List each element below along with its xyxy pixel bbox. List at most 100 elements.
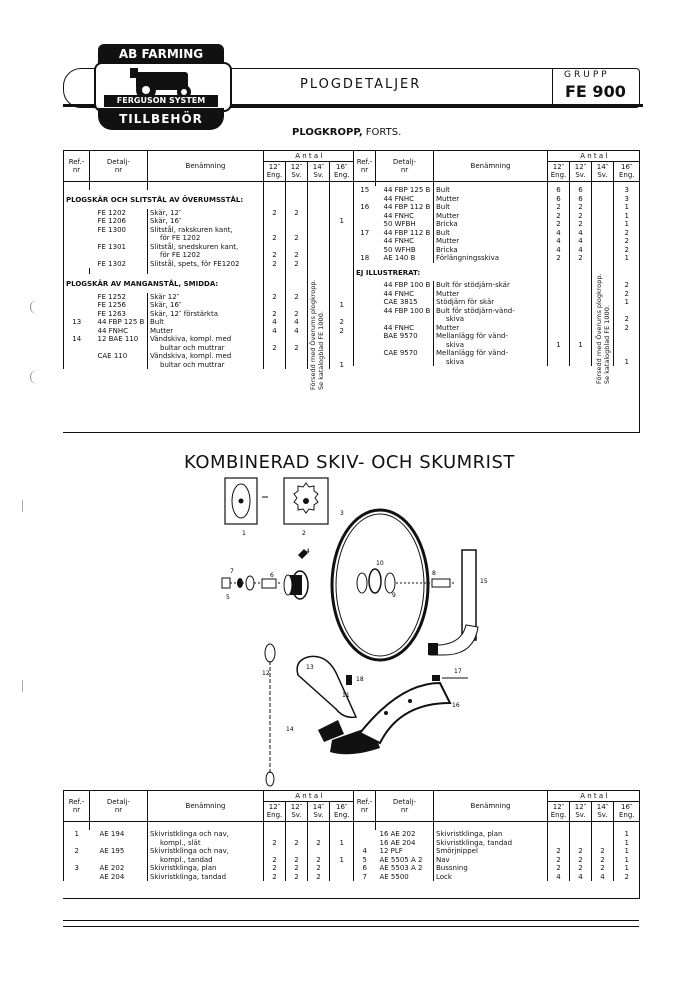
row-qty-q1: 2 bbox=[263, 251, 286, 260]
row-qty-q3 bbox=[591, 211, 614, 220]
header-detail: Detalj-nr bbox=[375, 790, 434, 822]
row-qty-q2: 2 bbox=[285, 208, 308, 217]
row-qty-q1: 4 bbox=[263, 318, 286, 327]
row-qty-q2 bbox=[569, 357, 592, 366]
row-qty-q3 bbox=[591, 357, 614, 366]
row-qty-q3 bbox=[591, 830, 614, 839]
row-qty-q3 bbox=[591, 254, 614, 263]
row-qty-q3 bbox=[591, 237, 614, 246]
row-qty-q4: 1 bbox=[612, 298, 640, 307]
row-qty-q4 bbox=[328, 292, 354, 301]
row-ref bbox=[63, 343, 90, 352]
row-name: Skär 12″ bbox=[147, 292, 264, 301]
row-qty-q4: 1 bbox=[612, 847, 640, 856]
row-qty-q4: 1 bbox=[328, 360, 354, 369]
row-qty-q4: 1 bbox=[612, 855, 640, 864]
row-qty-q1 bbox=[547, 838, 570, 847]
header-ref: Ref.-nr bbox=[353, 150, 376, 182]
row-name: Skivristklinga, plan bbox=[147, 864, 264, 873]
row-qty-q2: 2 bbox=[285, 234, 308, 243]
row-qty-q2: 2 bbox=[569, 220, 592, 229]
row-ref bbox=[353, 323, 376, 332]
row-qty-q1 bbox=[547, 315, 570, 324]
row-qty-q2 bbox=[285, 242, 308, 251]
row-name: skiva bbox=[433, 340, 548, 349]
row-detail: AE 5503 A 2 bbox=[379, 864, 423, 872]
row-qty-q3 bbox=[591, 838, 614, 847]
row-qty-q1 bbox=[547, 332, 570, 341]
row-qty-q2 bbox=[285, 301, 308, 310]
row-name: Vändskiva, kompl. med bbox=[147, 335, 264, 344]
callout-10: 10 bbox=[376, 560, 384, 567]
row-qty-q1 bbox=[547, 830, 570, 839]
row-qty-q2: 2 bbox=[569, 855, 592, 864]
row-name: Slitstål, snedskuren kant, bbox=[147, 242, 264, 251]
group-label: GRUPP bbox=[564, 70, 610, 80]
callout-16: 16 bbox=[452, 702, 460, 709]
row-ref bbox=[63, 309, 90, 318]
row-ref bbox=[353, 332, 376, 341]
row-qty-q1: 2 bbox=[263, 309, 286, 318]
row-qty-q3 bbox=[307, 242, 330, 251]
row-detail: AE 140 B bbox=[383, 254, 416, 262]
header-qty-col-3: 14″Sv. bbox=[591, 801, 614, 823]
row-detail: BAE 9570 bbox=[383, 332, 418, 340]
row-detail: 50 WFHB bbox=[383, 245, 416, 254]
group-code: FE 900 bbox=[565, 82, 626, 101]
row-ref: 18 bbox=[353, 254, 376, 263]
row-qty-q2 bbox=[569, 349, 592, 358]
row-detail: FE 1263 bbox=[97, 309, 127, 318]
row-detail: 44 FBP 125 B bbox=[383, 186, 431, 194]
callout-15: 15 bbox=[480, 578, 488, 585]
row-qty-q1: 2 bbox=[263, 259, 286, 268]
row-detail bbox=[376, 341, 434, 350]
row-qty-q3 bbox=[307, 217, 330, 226]
row-qty-q3 bbox=[591, 203, 614, 212]
row-qty-q2: 4 bbox=[285, 318, 308, 327]
header-detail: Detalj-nr bbox=[89, 150, 148, 182]
vertical-note-line-1: Försedd med Överums plogkropp. bbox=[309, 279, 317, 390]
row-qty-q1: 2 bbox=[547, 220, 570, 229]
row-qty-q3 bbox=[307, 259, 330, 268]
vertical-note-line-2: Se katalogblad FE 1000. bbox=[317, 311, 325, 390]
subheading-row: PLOGSKÄR AV MANGANSTÅL, SMIDDA: bbox=[63, 274, 354, 293]
row-qty-q4: 2 bbox=[612, 245, 640, 254]
vertical-note-line-1: Försedd med Överums plogkropp. bbox=[595, 273, 603, 384]
row-qty-q1: 2 bbox=[263, 208, 286, 217]
row-ref: 17 bbox=[353, 228, 376, 237]
row-qty-q4 bbox=[328, 242, 354, 251]
header-detail: Detalj-nr bbox=[89, 790, 148, 822]
row-qty-q3 bbox=[591, 332, 614, 341]
row-name: Skivristklinga och nav, bbox=[147, 847, 264, 856]
row-qty-q4: 2 bbox=[612, 323, 640, 332]
row-qty-q1: 2 bbox=[263, 234, 286, 243]
row-detail: AE 194 bbox=[99, 830, 125, 838]
row-qty-q2: 4 bbox=[285, 326, 308, 335]
row-qty-q1: 2 bbox=[263, 343, 286, 352]
row-qty-q3 bbox=[307, 301, 330, 310]
row-ref bbox=[63, 838, 90, 847]
row-qty-q2: 4 bbox=[569, 872, 592, 881]
row-qty-q1: 2 bbox=[547, 847, 570, 856]
row-detail: FE 1206 bbox=[97, 217, 127, 225]
vertical-note-line-2: Se katalogblad FE 1000. bbox=[603, 305, 611, 384]
row-detail: 44 FBP 100 B bbox=[383, 306, 431, 315]
row-qty-q4 bbox=[328, 872, 354, 881]
row-name: Slitstål, spets, för FE1202 bbox=[147, 259, 264, 268]
footer-rule bbox=[63, 920, 639, 921]
section-title-bold: PLOGKROPP, bbox=[292, 127, 363, 138]
row-qty-q1: 6 bbox=[547, 194, 570, 203]
row-ref bbox=[353, 289, 376, 298]
header-qty-col-4: 16″Eng. bbox=[612, 161, 640, 183]
row-detail: CAE 110 bbox=[97, 352, 128, 360]
